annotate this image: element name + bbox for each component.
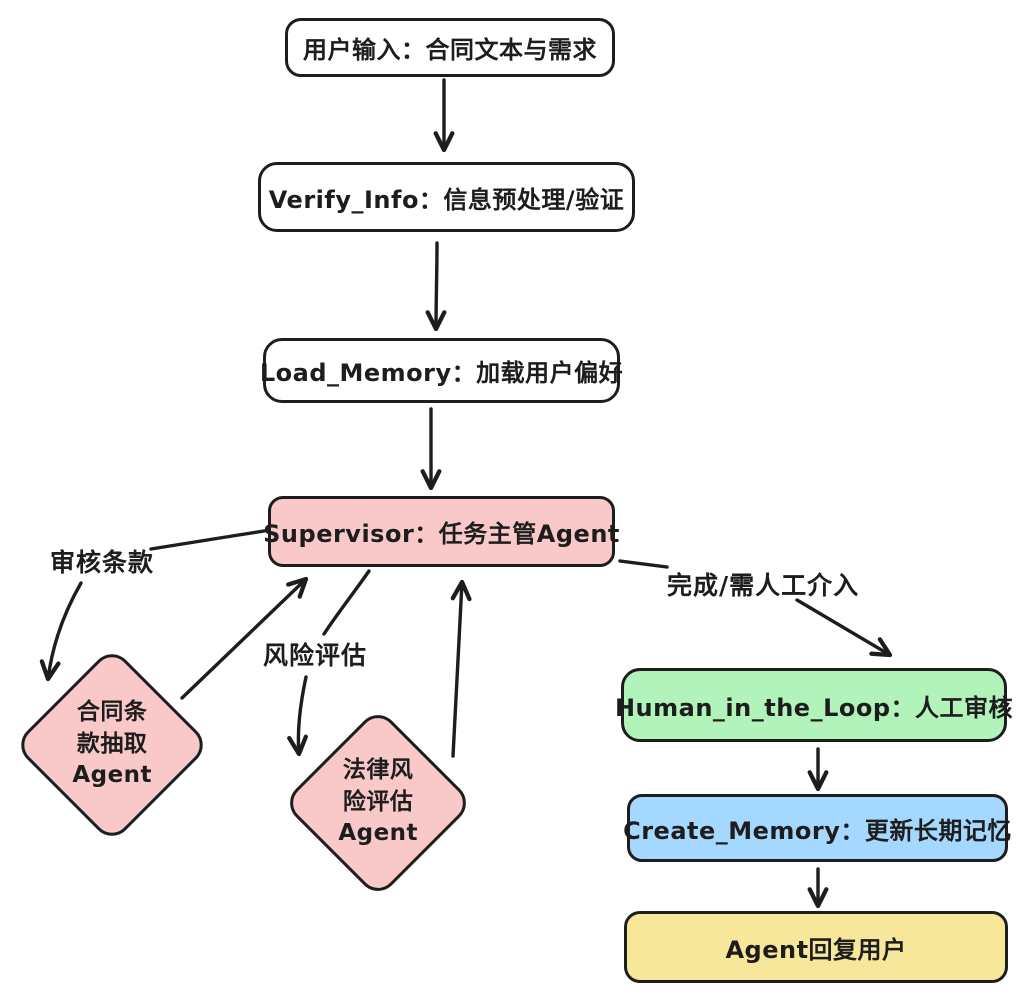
node-user-input: 用户输入：合同文本与需求 (285, 18, 615, 77)
edge-label-review-clauses: 审核条款 (50, 548, 155, 577)
edge-supervisor-risklabel-line (322, 569, 371, 636)
edge-supervisor-reviewlabel-line (149, 529, 266, 551)
edge-risklabel-legalagent-arrow (287, 675, 309, 757)
edge-legalagent-supervisor-arrow (450, 579, 472, 758)
legal-risk-agent-line3: Agent (338, 820, 418, 847)
legal-risk-agent-line1: 法律风 (342, 757, 414, 784)
contract-clause-agent-line3: Agent (72, 762, 152, 789)
node-load-memory: Load_Memory：加载用户偏好 (260, 338, 623, 403)
node-agent-reply: Agent回复用户 (624, 911, 1008, 983)
contract-clause-agent-label: 合同条 款抽取 Agent (72, 697, 152, 792)
contract-clause-agent-line1: 合同条 (76, 699, 148, 726)
node-supervisor: Supervisor：任务主管Agent (263, 496, 619, 567)
node-contract-clause-agent: 合同条 款抽取 Agent (13, 646, 211, 844)
node-verify-info: Verify_Info：信息预处理/验证 (258, 162, 635, 232)
edge-verifyinfo-loadmemory-arrow (425, 241, 447, 332)
contract-clause-agent-line2: 款抽取 (76, 731, 148, 758)
edge-reviewlabel-contractagent-arrow (39, 581, 83, 682)
node-human-in-the-loop: Human_in_the_Loop：人工审核 (615, 668, 1013, 742)
edge-label-risk-assessment: 风险评估 (263, 641, 368, 670)
legal-risk-agent-line2: 险评估 (342, 789, 414, 816)
edge-supervisor-donelabel-line (618, 559, 669, 569)
edge-label-done-or-human: 完成/需人工介入 (667, 571, 860, 600)
node-legal-risk-agent: 法律风 险评估 Agent (281, 706, 475, 900)
node-create-memory: Create_Memory：更新长期记忆 (623, 794, 1011, 862)
edge-donelabel-humanloop-arrow (795, 598, 893, 658)
legal-risk-agent-label: 法律风 险评估 Agent (338, 755, 418, 850)
